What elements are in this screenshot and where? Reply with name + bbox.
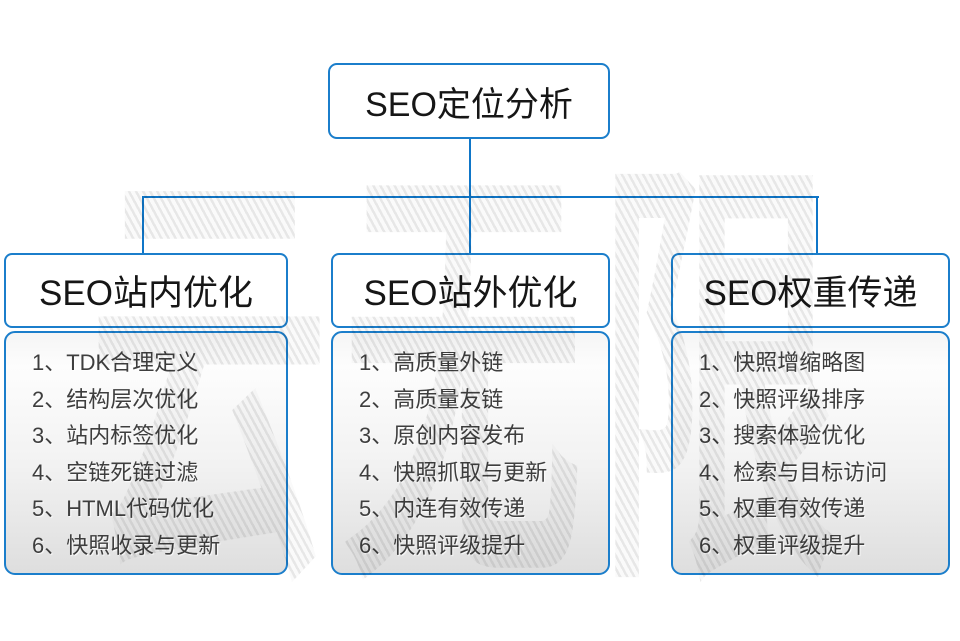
- list-item: 5、内连有效传递: [359, 496, 526, 521]
- list-item: 3、站内标签优化: [32, 423, 199, 448]
- offsite-list: 1、高质量外链 2、高质量友链 3、原创内容发布 4、快照抓取与更新 5、内连有…: [359, 345, 600, 564]
- list-item: 2、结构层次优化: [32, 386, 199, 412]
- list-item: 2、快照评级排序: [699, 386, 866, 412]
- list-item: 3、原创内容发布: [359, 423, 526, 448]
- list-item: 5、HTML代码优化: [32, 496, 215, 521]
- connector-drop-left: [142, 197, 144, 254]
- onsite-list: 1、TDK合理定义 2、结构层次优化 3、站内标签优化 4、空链死链过滤 5、H…: [32, 345, 278, 564]
- node-seo-positioning: SEO定位分析: [328, 63, 610, 139]
- offsite-list-panel: 1、高质量外链 2、高质量友链 3、原创内容发布 4、快照抓取与更新 5、内连有…: [331, 331, 610, 575]
- list-item: 6、快照收录与更新: [32, 532, 221, 558]
- list-item: 4、检索与目标访问: [699, 459, 888, 485]
- onsite-title: SEO站内优化: [39, 274, 253, 313]
- node-offsite-header: SEO站外优化: [331, 253, 610, 328]
- list-item: 4、空链死链过滤: [32, 459, 199, 485]
- column-onsite: SEO站内优化 1、TDK合理定义 2、结构层次优化 3、站内标签优化 4、空链…: [4, 253, 288, 575]
- list-item: 2、高质量友链: [359, 386, 504, 412]
- list-item: 5、权重有效传递: [699, 496, 866, 521]
- root-node-label: SEO定位分析: [365, 85, 573, 124]
- connector-trunk: [469, 139, 471, 197]
- list-item: 6、快照评级提升: [359, 532, 526, 558]
- node-onsite-header: SEO站内优化: [4, 253, 288, 328]
- column-offsite: SEO站外优化 1、高质量外链 2、高质量友链 3、原创内容发布 4、快照抓取与…: [331, 253, 610, 575]
- connector-horizontal: [142, 196, 819, 198]
- onsite-list-panel: 1、TDK合理定义 2、结构层次优化 3、站内标签优化 4、空链死链过滤 5、H…: [4, 331, 288, 575]
- offsite-title: SEO站外优化: [363, 274, 578, 313]
- list-item: 1、快照增缩略图: [699, 350, 866, 375]
- list-item: 3、搜索体验优化: [699, 423, 866, 448]
- connector-drop-right: [816, 197, 818, 254]
- weight-transfer-list-panel: 1、快照增缩略图 2、快照评级排序 3、搜索体验优化 4、检索与目标访问 5、权…: [671, 331, 950, 575]
- weight-transfer-title: SEO权重传递: [703, 274, 918, 313]
- list-item: 1、高质量外链: [359, 350, 504, 375]
- column-weight-transfer: SEO权重传递 1、快照增缩略图 2、快照评级排序 3、搜索体验优化 4、检索与…: [671, 253, 950, 575]
- weight-transfer-list: 1、快照增缩略图 2、快照评级排序 3、搜索体验优化 4、检索与目标访问 5、权…: [699, 345, 940, 564]
- node-weight-transfer-header: SEO权重传递: [671, 253, 950, 328]
- list-item: 6、权重评级提升: [699, 532, 866, 558]
- list-item: 4、快照抓取与更新: [359, 459, 548, 485]
- connector-drop-center: [469, 197, 471, 254]
- list-item: 1、TDK合理定义: [32, 350, 199, 375]
